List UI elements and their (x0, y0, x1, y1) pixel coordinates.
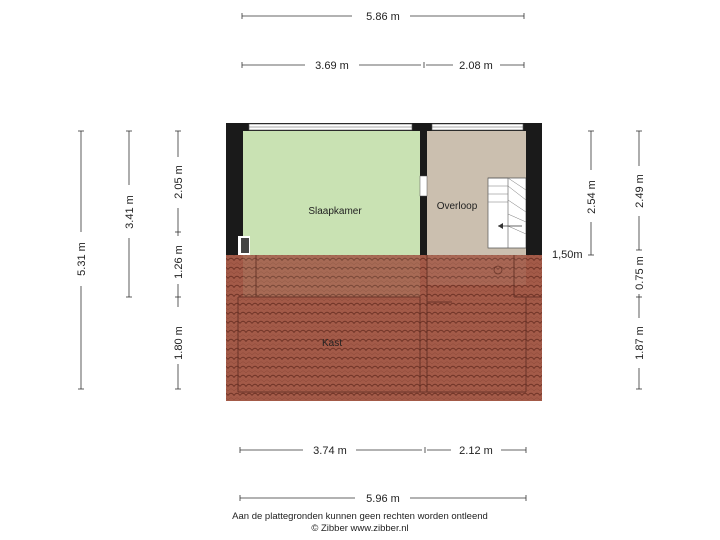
dim-right-inner-text: 2.54 m (586, 180, 598, 214)
height-note: 1,50m (552, 249, 583, 261)
footer-copyright: © Zibber www.zibber.nl (311, 523, 409, 534)
chimney (241, 238, 249, 253)
dim-top-total-text: 5.86 m (366, 11, 400, 23)
dim-right-outer-bottom-text: 1.87 m (634, 326, 646, 360)
label-kast: Kast (322, 338, 342, 349)
staircase (487, 177, 527, 249)
dim-right-inner: 2.54 m (586, 130, 598, 256)
dim-right-outer-mid-text: 0.75 m (634, 256, 646, 290)
dim-bottom-left-text: 3.74 m (313, 445, 347, 457)
label-overloop: Overloop (437, 201, 478, 212)
door-opening (419, 175, 428, 197)
room-kast (226, 255, 542, 401)
dim-left-middle: 3.41 m (124, 130, 136, 298)
dim-left-inner-mid-text: 1.26 m (173, 245, 185, 279)
footer-disclaimer: Aan de plattegronden kunnen geen rechten… (232, 511, 488, 522)
dim-left-inner-bottom-text: 1.80 m (173, 326, 185, 360)
dim-top-left-text: 3.69 m (315, 60, 349, 72)
plan-body (226, 123, 542, 401)
dim-left-inner-top-text: 2.05 m (173, 165, 185, 199)
dim-right-outer-top-text: 2.49 m (634, 174, 646, 208)
dim-left-inner: 2.05 m 1.26 m 1.80 m (173, 130, 185, 390)
dim-top-right-text: 2.08 m (459, 60, 493, 72)
dim-top-split: 3.69 m 2.08 m (241, 60, 525, 72)
dim-top-total: 5.86 m (241, 11, 525, 23)
room-slaapkamer (243, 131, 420, 255)
label-slaapkamer: Slaapkamer (308, 206, 362, 217)
dim-left-outer: 5.31 m (76, 130, 88, 390)
dim-bottom-total-text: 5.96 m (366, 493, 400, 505)
dim-bottom-right-text: 2.12 m (459, 445, 493, 457)
dim-right-outer: 2.49 m 0.75 m 1.87 m (634, 130, 646, 390)
dim-bottom-split: 3.74 m 2.12 m (239, 445, 527, 457)
dim-left-outer-text: 5.31 m (76, 242, 88, 276)
dim-bottom-total: 5.96 m (239, 493, 527, 505)
dim-left-middle-text: 3.41 m (124, 195, 136, 229)
